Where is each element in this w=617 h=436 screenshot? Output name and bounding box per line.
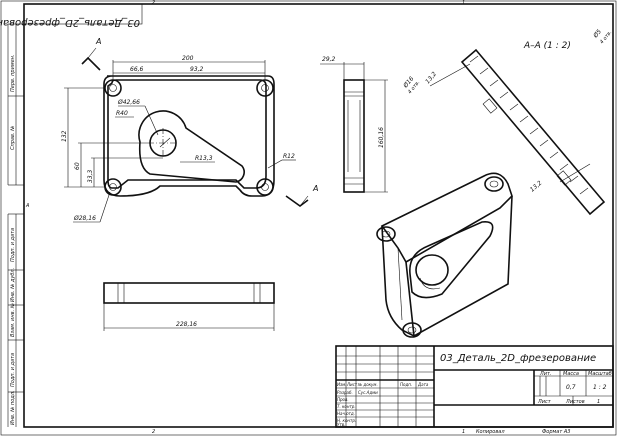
mirrored-title: 03_Деталь_2D_фрезерование — [0, 17, 140, 28]
drawing-frame — [23, 3, 614, 428]
zone-number-bottom-1: 1 — [462, 429, 465, 435]
title-part-name: 03_Деталь_2D_фрезерование — [440, 353, 596, 364]
col-head-sheet: Лист — [346, 382, 358, 387]
dim-r13-3: R13,3 — [195, 155, 213, 162]
strip-label-sign-date-2: Подп. и дата — [10, 353, 16, 387]
dim-228-16: 228,16 — [176, 321, 197, 328]
dim-200: 200 — [182, 55, 194, 62]
sheets-value: 1 — [597, 399, 600, 405]
zone-number-top-2: 2 — [152, 0, 155, 6]
title-block: 03_Деталь_2D_фрезерование Изм. Лист № до… — [335, 345, 614, 435]
col-head-date: Дата — [417, 382, 429, 387]
top-view — [103, 75, 275, 197]
row-checked: Пров. — [337, 397, 349, 402]
strip-label-dup-inv: Инв. № дубл. — [10, 268, 16, 302]
developer-name: Сус.Адми — [358, 390, 378, 395]
sec-dim-13-2-bottom: 13,2 — [529, 179, 544, 193]
cut-letter-bottom: A — [312, 184, 318, 193]
dim-hole-28-16: Ø28,16 — [73, 215, 96, 222]
side-view: 29,2 160,16 — [320, 56, 388, 193]
bottom-view: 228,16 — [103, 282, 275, 331]
col-head-doc: № докум. — [357, 382, 378, 387]
sec-dim-13-2-top: 13,2 — [424, 70, 438, 85]
dim-132: 132 — [61, 130, 68, 142]
zone-letter-left: A — [25, 203, 30, 209]
col-head-rev: Изм. — [337, 382, 346, 387]
row-dept-head: Нач.отд. — [337, 411, 355, 416]
dim-60: 60 — [74, 162, 81, 170]
section-cut-markers: A A — [81, 37, 318, 207]
mirrored-title-box — [23, 3, 143, 25]
strip-label-first-use: Перв. примен. — [10, 54, 16, 92]
sheet-label: Лист — [537, 399, 552, 405]
cut-letter-top: A — [95, 37, 101, 46]
row-approved: Утв. — [337, 422, 345, 427]
sheets-label: Листов — [565, 399, 585, 405]
top-view-dimensions: 200 66,6 93,2 Ø42,66 R40 132 60 33,3 R13… — [61, 55, 296, 223]
row-developer: Разраб. — [337, 390, 353, 395]
section-view: A–A (1 : 2) Ø5 4 отв. Ø16 4 отв. 13,2 13… — [402, 28, 613, 216]
dim-66-6: 66,6 — [130, 66, 144, 73]
section-label: A–A (1 : 2) — [523, 41, 571, 51]
dim-bore-42-66: Ø42,66 — [117, 99, 140, 106]
lit-label: Лит. — [539, 371, 552, 377]
row-norm-control: Н. контр. — [337, 418, 356, 423]
left-strip: Перв. примен. Справ. № Подп. и дата Инв.… — [7, 23, 24, 427]
strip-label-replace-inv: Взам. инв. № — [10, 303, 16, 337]
dim-93-2: 93,2 — [190, 66, 204, 73]
copied-label: Копировал — [476, 429, 505, 435]
dim-r40: R40 — [116, 110, 128, 117]
isometric-view — [376, 172, 513, 338]
scale-value: 1 : 2 — [593, 384, 607, 391]
mass-value: 0,7 — [566, 384, 576, 391]
strip-label-sign-date-1: Подп. и дата — [10, 228, 16, 262]
sec-dim-5: Ø5 — [592, 28, 604, 40]
zone-number-bottom-2: 2 — [152, 429, 155, 435]
dim-160-16: 160,16 — [378, 127, 385, 148]
strip-label-ref-no: Справ. № — [10, 126, 16, 150]
dim-29-2: 29,2 — [322, 56, 336, 63]
strip-label-orig-inv: Инв. № подл. — [10, 391, 16, 426]
mass-label: Масса — [563, 371, 579, 377]
zone-number-top-1: 1 — [462, 0, 465, 6]
format-label: Формат A3 — [542, 429, 570, 435]
col-head-sign: Подп. — [400, 382, 412, 387]
dim-33-3: 33,3 — [87, 169, 94, 183]
scale-label: Масштаб — [588, 371, 612, 377]
row-tech-control: Т. контр. — [337, 404, 356, 409]
dim-r12: R12 — [283, 153, 295, 160]
